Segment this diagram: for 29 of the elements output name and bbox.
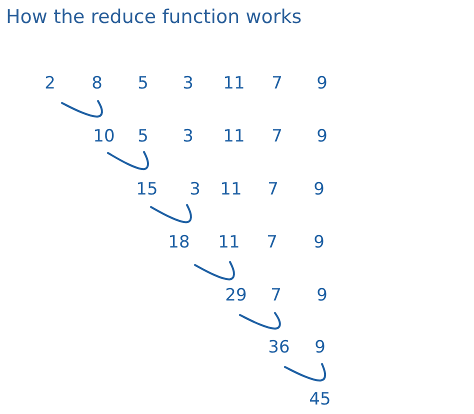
number-label: 29 xyxy=(225,288,247,304)
number-label: 7 xyxy=(266,234,278,252)
number-label: 5 xyxy=(138,76,148,92)
number-label: 7 xyxy=(268,182,278,198)
number-label: 11 xyxy=(218,234,240,252)
number-label: 7 xyxy=(270,288,282,304)
number-label: 15 xyxy=(136,182,158,198)
number-label: 9 xyxy=(314,182,324,198)
number-label: 7 xyxy=(272,76,282,92)
number-label: 11 xyxy=(220,182,242,198)
number-label: 3 xyxy=(190,182,200,198)
number-label: 18 xyxy=(168,234,190,252)
number-label: 36 xyxy=(268,340,290,356)
number-label: 11 xyxy=(223,76,245,92)
number-label: 9 xyxy=(316,288,328,304)
number-label: 5 xyxy=(138,128,148,146)
number-label: 8 xyxy=(92,76,102,92)
number-label: 9 xyxy=(314,234,324,252)
number-label: 9 xyxy=(316,76,328,92)
number-label: 7 xyxy=(272,128,282,146)
number-label: 2 xyxy=(44,76,56,92)
number-label: 45 xyxy=(309,392,331,408)
title: How the reduce function works xyxy=(6,6,302,28)
number-label: 9 xyxy=(316,128,328,146)
number-label: 9 xyxy=(314,340,326,356)
number-label: 3 xyxy=(182,76,194,92)
number-label: 10 xyxy=(93,128,115,146)
number-label: 3 xyxy=(182,128,194,146)
number-label: 11 xyxy=(223,128,245,146)
